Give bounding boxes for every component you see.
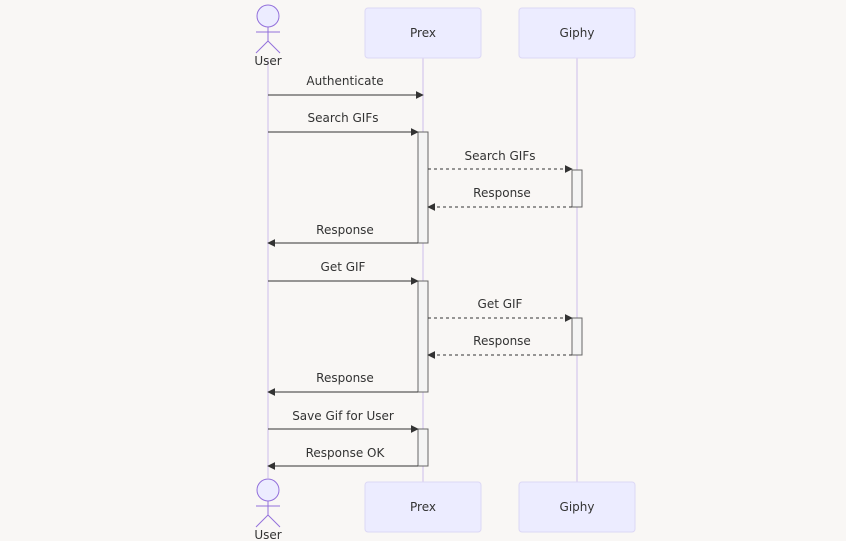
actor-giphy-bottom: Giphy	[518, 481, 636, 533]
user-actor-left-leg	[255, 40, 269, 54]
message-label: Search GIFs	[464, 149, 535, 163]
message-label: Response	[473, 186, 531, 200]
activation-giphy-2	[571, 317, 583, 356]
message-label: Get GIF	[321, 260, 366, 274]
giphy-actor-box	[518, 481, 636, 533]
message-10: Save Gif for User	[268, 409, 419, 433]
actor-user-top: User	[254, 4, 282, 68]
giphy-actor-box	[518, 7, 636, 59]
message-label: Response OK	[306, 446, 386, 460]
message-1: Authenticate	[268, 74, 424, 99]
giphy-actor-label: Giphy	[560, 500, 595, 514]
message-2: Search GIFs	[268, 111, 419, 136]
prex-actor-label: Prex	[410, 500, 436, 514]
prex-actor-box	[364, 481, 482, 533]
user-actor-right-leg	[267, 514, 281, 528]
giphy-actor-label: Giphy	[560, 26, 595, 40]
user-actor-right-leg	[267, 40, 281, 54]
message-9: Response	[267, 371, 418, 396]
user-actor-left-leg	[255, 514, 269, 528]
message-label: Search GIFs	[307, 111, 378, 125]
message-7: Get GIF	[428, 297, 573, 322]
prex-actor-box	[364, 7, 482, 59]
message-5: Response	[267, 223, 418, 247]
user-actor-label: User	[254, 528, 281, 541]
actor-giphy-top: Giphy	[518, 7, 636, 59]
activation-giphy-1	[571, 169, 583, 208]
user-actor-head-icon	[256, 478, 280, 502]
message-label: Get GIF	[478, 297, 523, 311]
activation-prex-1	[417, 131, 429, 244]
message-label: Authenticate	[306, 74, 383, 88]
activation-prex-2	[417, 280, 429, 393]
message-label: Save Gif for User	[292, 409, 394, 423]
message-4: Response	[427, 186, 572, 211]
user-actor-head-icon	[256, 4, 280, 28]
user-actor-label: User	[254, 54, 281, 68]
message-3: Search GIFs	[428, 149, 573, 173]
prex-actor-label: Prex	[410, 26, 436, 40]
message-8: Response	[427, 334, 572, 359]
message-label: Response	[316, 371, 374, 385]
message-label: Response	[316, 223, 374, 237]
activation-prex-3	[417, 428, 429, 467]
actor-prex-bottom: Prex	[364, 481, 482, 533]
actor-user-bottom: User	[254, 478, 282, 541]
message-6: Get GIF	[268, 260, 419, 285]
message-11: Response OK	[267, 446, 418, 470]
actor-prex-top: Prex	[364, 7, 482, 59]
message-label: Response	[473, 334, 531, 348]
